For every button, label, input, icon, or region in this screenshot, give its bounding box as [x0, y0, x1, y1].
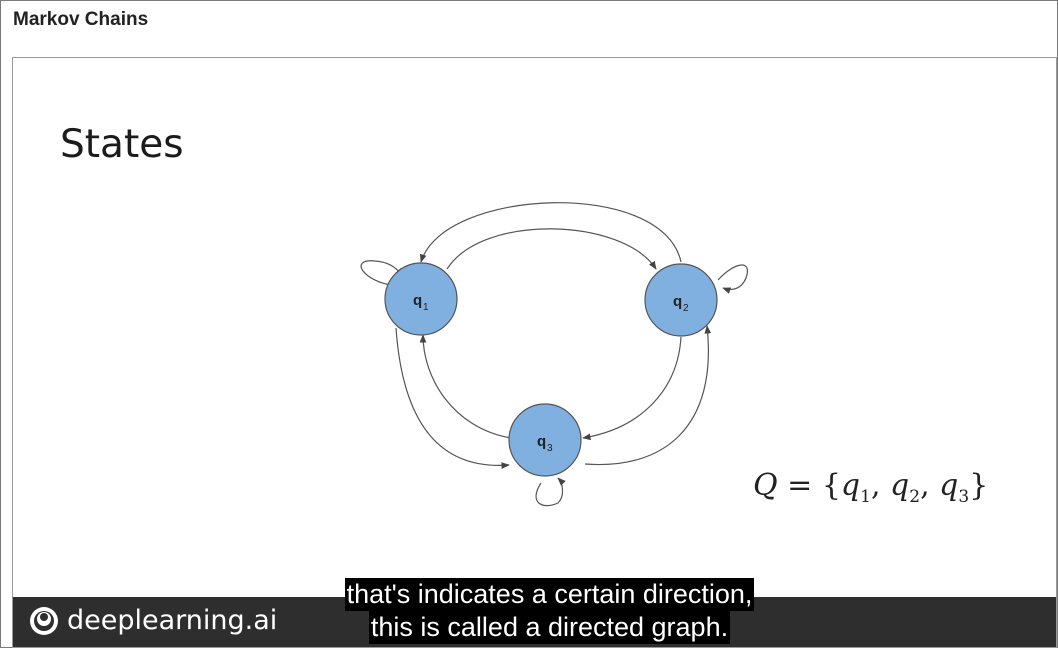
edge-q3-q2 — [584, 325, 712, 466]
deeplearning-logo-icon — [30, 606, 58, 635]
svg-text:q: q — [413, 292, 422, 309]
markov-chain-diagram: q 1 q 2 q 3 — [360, 202, 748, 507]
edge-q2-q1 — [419, 202, 682, 263]
video-player[interactable]: States q — [12, 57, 1057, 648]
edge-q3-self — [535, 477, 566, 507]
subtitles: that's indicates a certain direction, th… — [13, 578, 1056, 644]
edge-q2-q3 — [582, 336, 682, 441]
caption-line-1: that's indicates a certain direction, — [344, 578, 755, 611]
svg-text:q: q — [537, 433, 546, 450]
slide-title: States — [60, 122, 184, 167]
svg-text:1: 1 — [423, 302, 429, 313]
page-title: Markov Chains — [13, 9, 149, 30]
svg-text:2: 2 — [683, 303, 689, 314]
caption-line-2: this is called a directed graph. — [368, 611, 731, 644]
edge-q1-q3 — [395, 327, 510, 469]
svg-text:3: 3 — [547, 443, 553, 454]
state-q1: q 1 — [384, 262, 458, 336]
brand-name: deeplearning.ai — [67, 605, 278, 636]
svg-text:q: q — [673, 293, 682, 310]
brand-logo: deeplearning.ai — [29, 605, 277, 636]
edge-q3-q1 — [419, 334, 512, 439]
state-set-formula: Q = {q1, q2, q3} — [753, 468, 989, 507]
edge-q1-q2 — [446, 228, 657, 270]
state-q3: q 3 — [508, 403, 582, 477]
edge-q2-self — [717, 264, 748, 294]
state-q2: q 2 — [644, 263, 718, 337]
edge-q1-self — [360, 260, 404, 287]
